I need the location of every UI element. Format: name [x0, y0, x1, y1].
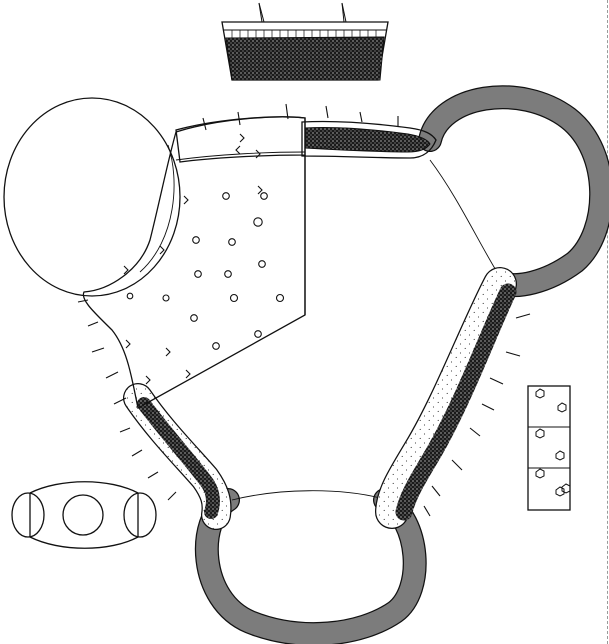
- right-lateral-loop: [418, 85, 609, 297]
- cuticle-cross-section-inset: [221, 2, 389, 81]
- sensilla-strip-inset: [527, 385, 571, 511]
- right-arm: [375, 267, 531, 529]
- left-arm-spines: [119, 427, 177, 501]
- setae-marks: [123, 133, 263, 385]
- top-arm: [175, 103, 437, 163]
- bottom-loop: [194, 488, 427, 644]
- image-border: [607, 0, 608, 644]
- head-capsule: [3, 97, 181, 297]
- sensilla-cells: [535, 388, 571, 497]
- specimen-main-view: [3, 85, 609, 644]
- cuticle-spines: [258, 2, 347, 23]
- dorsal-body-field: [77, 116, 306, 409]
- small-cross-section-inset: [11, 481, 157, 549]
- sensory-pits: [126, 192, 285, 350]
- right-arm-spines: [423, 313, 531, 517]
- left-arm: [119, 383, 232, 530]
- anterior-margin-spines: [77, 299, 127, 405]
- cuticle-pore-canals: [231, 30, 377, 38]
